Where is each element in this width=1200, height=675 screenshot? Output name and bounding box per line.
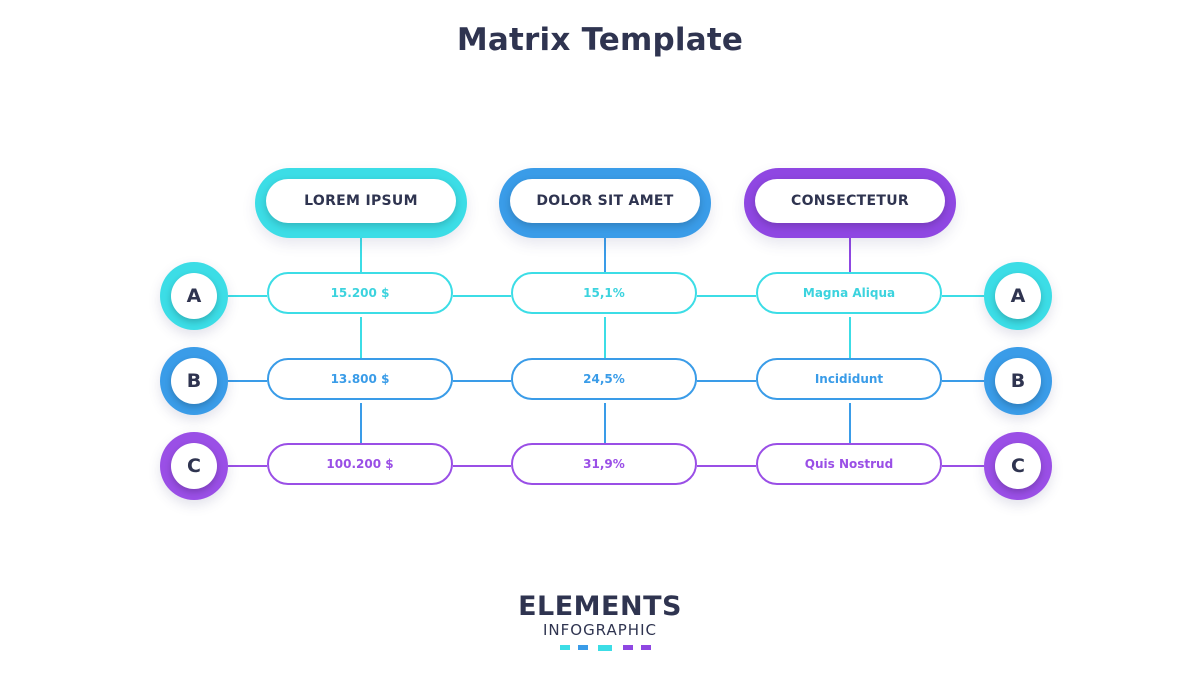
logo-dot — [641, 645, 651, 650]
brand-logo: ELEMENTS INFOGRAPHIC — [0, 591, 1200, 651]
page-title: Matrix Template — [456, 22, 744, 58]
logo-dot — [560, 645, 570, 650]
logo-dot — [598, 645, 612, 651]
row-badge-b-left: B — [160, 347, 228, 415]
logo-sub-text: INFOGRAPHIC — [542, 621, 657, 639]
logo-main-text: ELEMENTS — [518, 591, 682, 622]
matrix-cell-c-3: Quis Nostrud — [756, 443, 942, 485]
row-badge-a-left: A — [160, 262, 228, 330]
row-badge-c-left: C — [160, 432, 228, 500]
row-badge-a-right: A — [984, 262, 1052, 330]
row-badge-label: B — [171, 358, 217, 404]
matrix-cell-a-1: 15.200 $ — [267, 272, 453, 314]
row-badge-label: A — [171, 273, 217, 319]
matrix-cell-b-2: 24,5% — [511, 358, 697, 400]
column-header-label: CONSECTETUR — [755, 179, 945, 223]
matrix-cell-a-2: 15,1% — [511, 272, 697, 314]
column-header-label: DOLOR SIT AMET — [510, 179, 700, 223]
row-badge-label: B — [995, 358, 1041, 404]
logo-dot — [578, 645, 588, 650]
column-header-lorem-ipsum: LOREM IPSUM — [255, 168, 467, 238]
row-badge-label: C — [171, 443, 217, 489]
column-header-label: LOREM IPSUM — [266, 179, 456, 223]
column-header-consectetur: CONSECTETUR — [744, 168, 956, 238]
matrix-cell-a-3: Magna Aliqua — [756, 272, 942, 314]
row-badge-b-right: B — [984, 347, 1052, 415]
matrix-cell-b-3: Incididunt — [756, 358, 942, 400]
logo-dot — [623, 645, 633, 650]
column-header-dolor-sit-amet: DOLOR SIT AMET — [499, 168, 711, 238]
matrix-cell-c-2: 31,9% — [511, 443, 697, 485]
matrix-cell-c-1: 100.200 $ — [267, 443, 453, 485]
matrix-cell-b-1: 13.800 $ — [267, 358, 453, 400]
row-badge-label: C — [995, 443, 1041, 489]
row-badge-label: A — [995, 273, 1041, 319]
row-badge-c-right: C — [984, 432, 1052, 500]
